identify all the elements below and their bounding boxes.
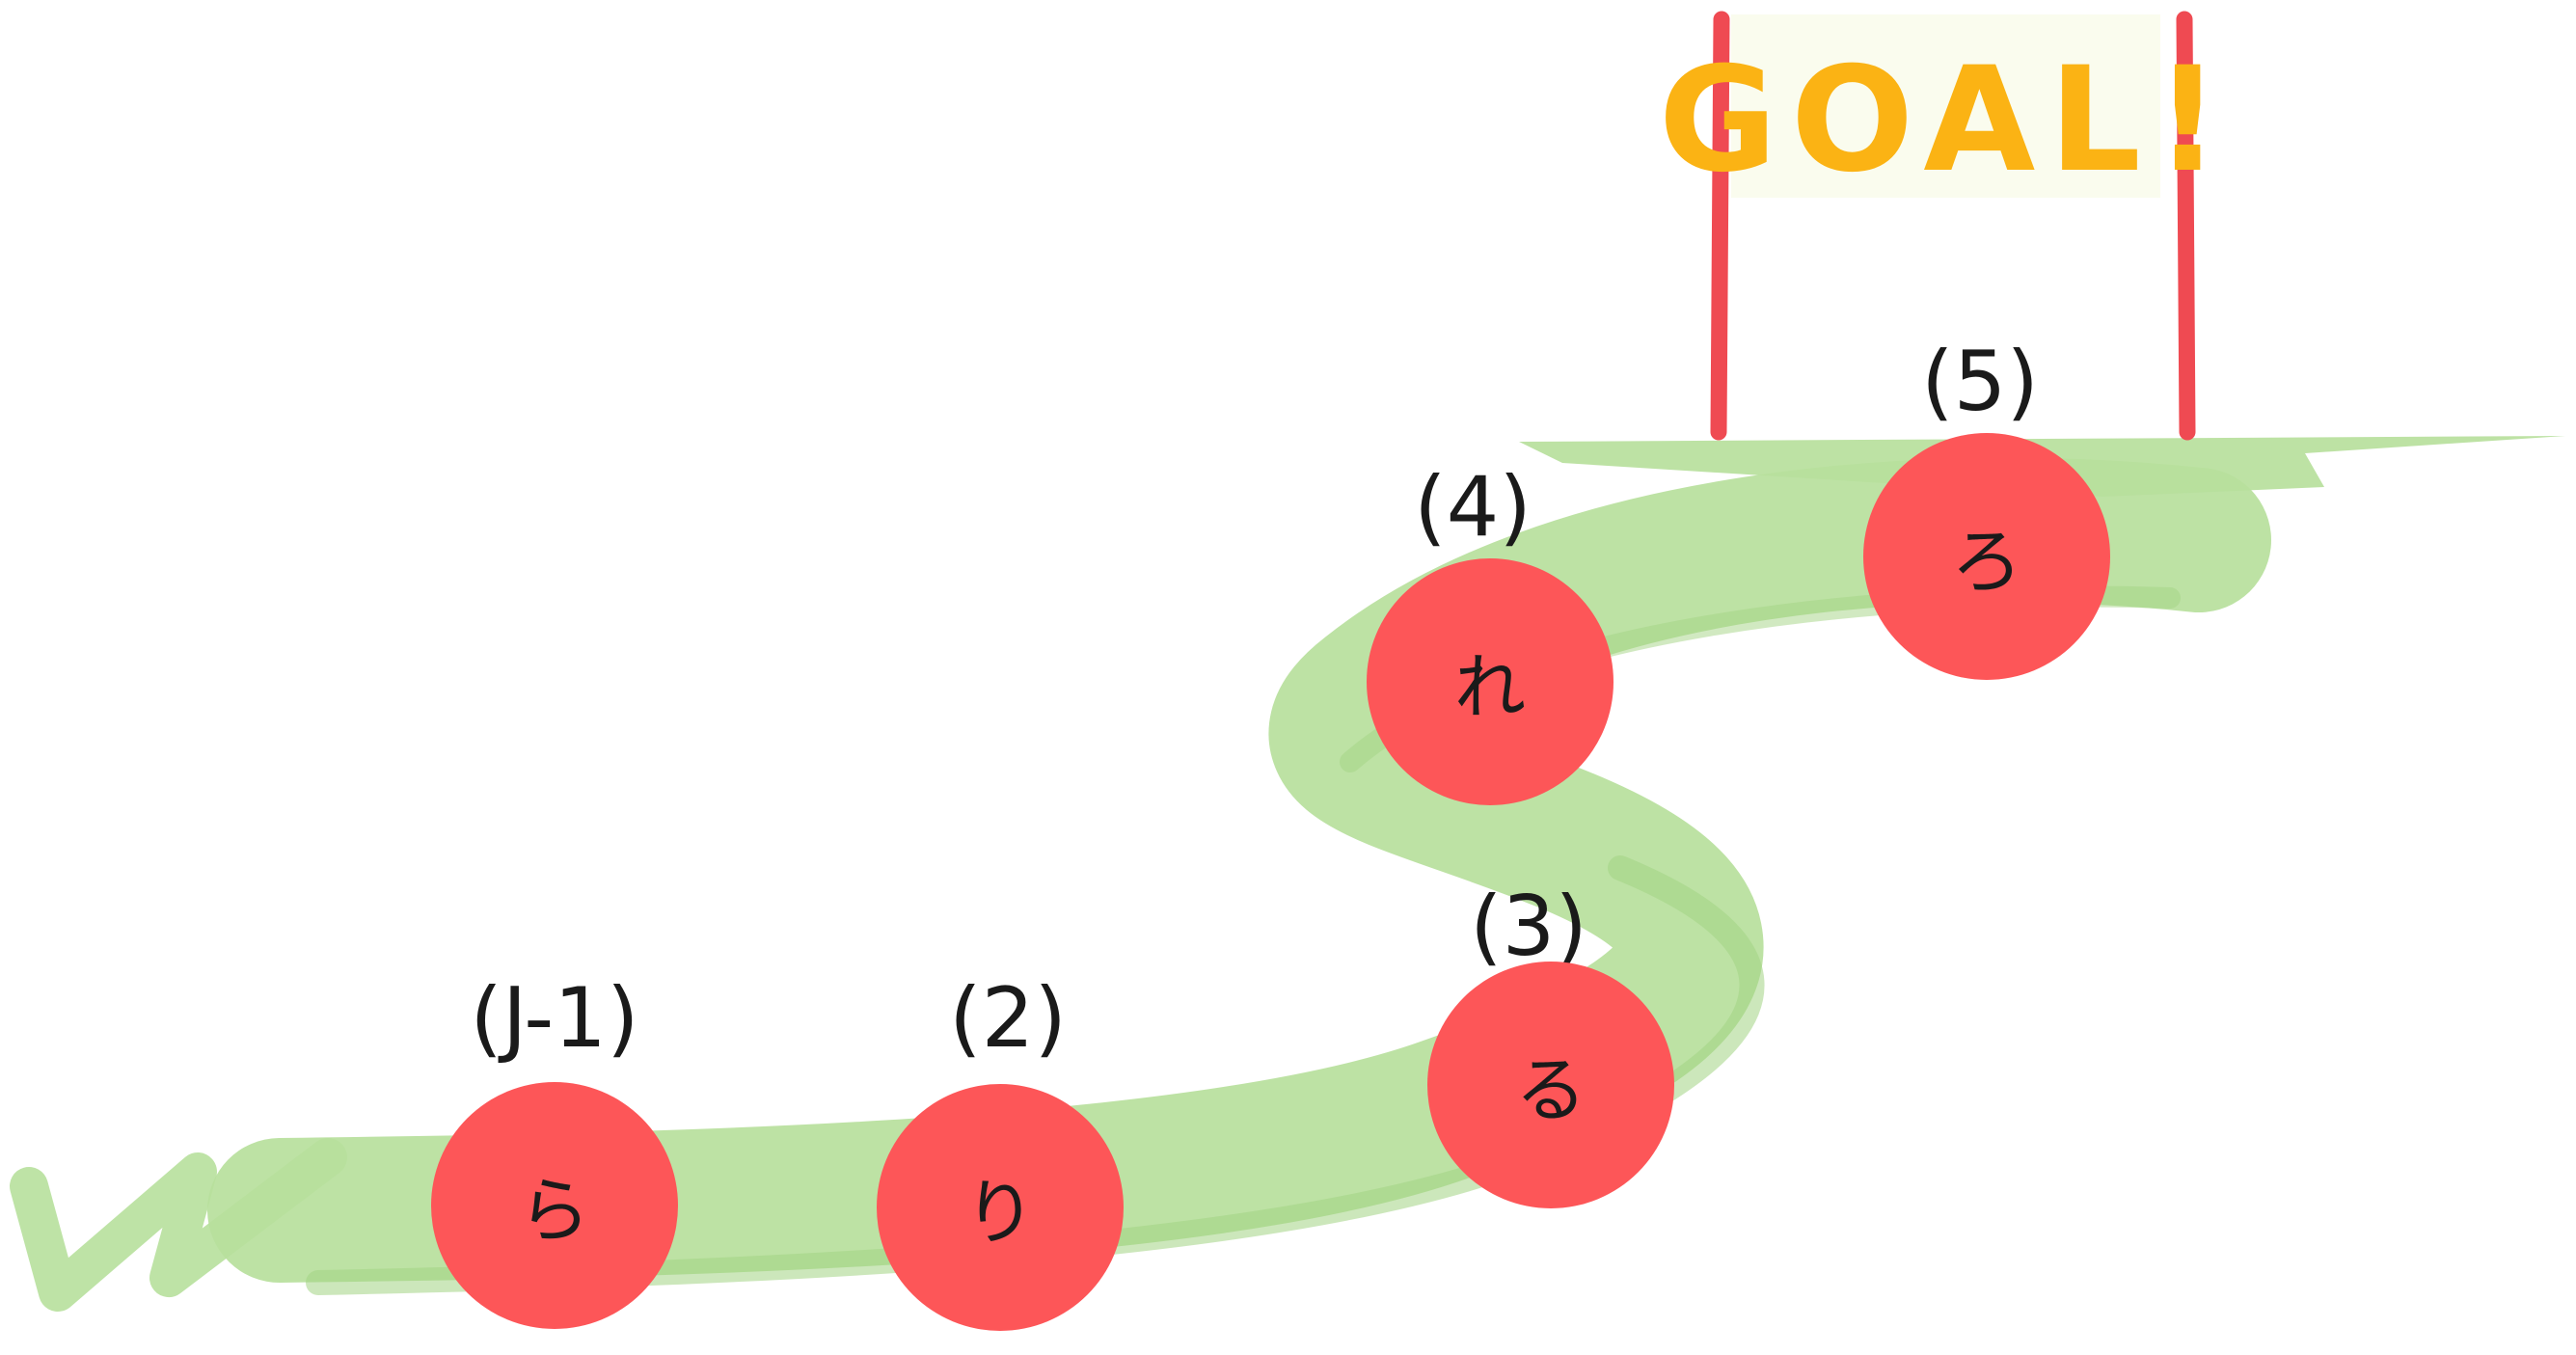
- goal-post-right: [2176, 11, 2196, 441]
- winding-path: [10, 436, 2565, 1312]
- step-node: [1367, 558, 1613, 805]
- step-node: [431, 1082, 678, 1329]
- step-kana: ら: [519, 1170, 590, 1253]
- step-label: (3): [1470, 879, 1587, 975]
- step-5: (5) ろ: [1863, 334, 2110, 680]
- step-kana: ろ: [1951, 521, 2022, 604]
- step-node: [877, 1084, 1124, 1331]
- step-label: (5): [1921, 334, 2039, 430]
- step-2: (2) り: [877, 970, 1124, 1331]
- step-kana: れ: [1454, 646, 1526, 729]
- step-4: (4) れ: [1367, 459, 1613, 805]
- goal-gate: GOAL!: [1659, 11, 2235, 441]
- step-node: [1427, 962, 1674, 1208]
- step-label: (J-1): [470, 970, 638, 1067]
- step-kana: る: [1515, 1049, 1586, 1132]
- step-kana: り: [964, 1172, 1036, 1255]
- step-label: (2): [949, 970, 1067, 1067]
- goal-banner: [1731, 14, 2160, 198]
- path-shading: [306, 855, 1765, 1295]
- step-node: [1863, 433, 2110, 680]
- goal-post-left: [1710, 11, 1730, 441]
- step-1: (J-1) ら: [431, 970, 678, 1329]
- goal-text: GOAL!: [1659, 37, 2235, 204]
- step-3: (3) る: [1427, 879, 1674, 1208]
- step-label: (4): [1414, 459, 1532, 556]
